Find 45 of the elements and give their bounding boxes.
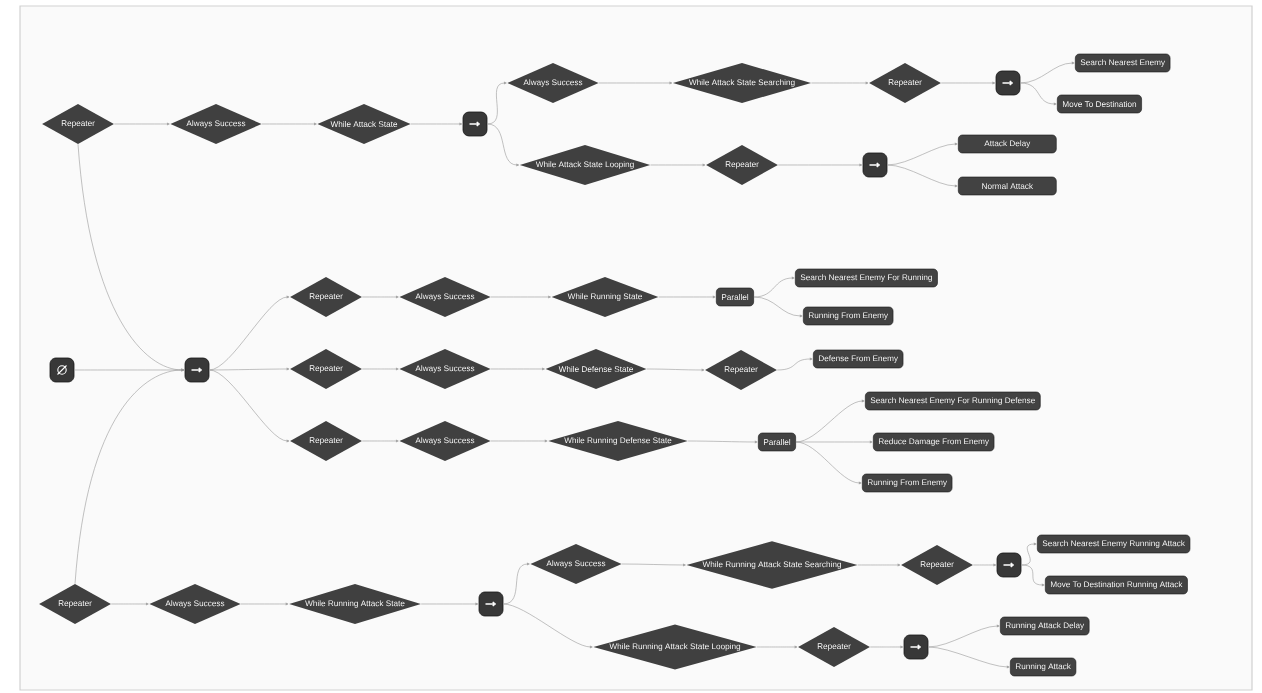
action-box: Running Attack — [1010, 657, 1077, 677]
action-box: Reduce Damage From Enemy — [873, 432, 995, 452]
connector-arrow — [74, 368, 185, 585]
root-box — [49, 357, 75, 383]
action-box: Running From Enemy — [803, 306, 894, 326]
connector-arrow — [687, 440, 758, 444]
action-box: Parallel — [758, 432, 796, 452]
connector-arrow — [928, 646, 1010, 669]
action-box: Search Nearest Enemy Running Attack — [1037, 534, 1191, 554]
connector-arrow — [753, 296, 803, 318]
sequence-box — [862, 152, 888, 178]
connector-arrow — [1021, 542, 1037, 566]
action-box: Move To Destination — [1057, 94, 1142, 114]
connector-arrow — [887, 164, 958, 188]
connector-arrow — [1020, 82, 1057, 106]
connector-arrow — [776, 357, 813, 371]
connector-arrow — [887, 142, 958, 166]
connector-arrow — [1021, 564, 1045, 587]
sequence-box — [903, 634, 929, 660]
sequence-box — [995, 70, 1021, 96]
action-box: Attack Delay — [958, 134, 1057, 154]
connector-arrow — [487, 81, 507, 125]
connector-arrow — [621, 563, 686, 567]
action-box: Normal Attack — [958, 176, 1057, 196]
sequence-box — [184, 357, 210, 383]
sequence-box — [996, 552, 1022, 578]
connector-arrow — [646, 368, 705, 372]
action-box: Parallel — [716, 287, 754, 307]
action-box: Running From Enemy — [862, 473, 953, 493]
connector-arrow — [503, 562, 530, 605]
sequence-box — [478, 591, 504, 617]
action-box: Search Nearest Enemy For Running — [795, 268, 938, 288]
connector-arrow — [209, 369, 290, 443]
action-box: Running Attack Delay — [1000, 616, 1090, 636]
connector-arrow — [753, 276, 795, 298]
action-box: Search Nearest Enemy For Running Defense — [865, 391, 1041, 411]
sequence-box — [462, 111, 488, 137]
action-box: Move To Destination Running Attack — [1045, 575, 1188, 595]
connector-arrow — [487, 123, 520, 167]
connector-arrow — [503, 603, 593, 649]
connector-arrow — [795, 441, 862, 485]
action-box: Defense From Enemy — [813, 349, 904, 369]
action-box: Search Nearest Enemy — [1075, 53, 1171, 73]
connector-arrow — [209, 367, 290, 371]
connector-arrow — [1020, 61, 1075, 84]
